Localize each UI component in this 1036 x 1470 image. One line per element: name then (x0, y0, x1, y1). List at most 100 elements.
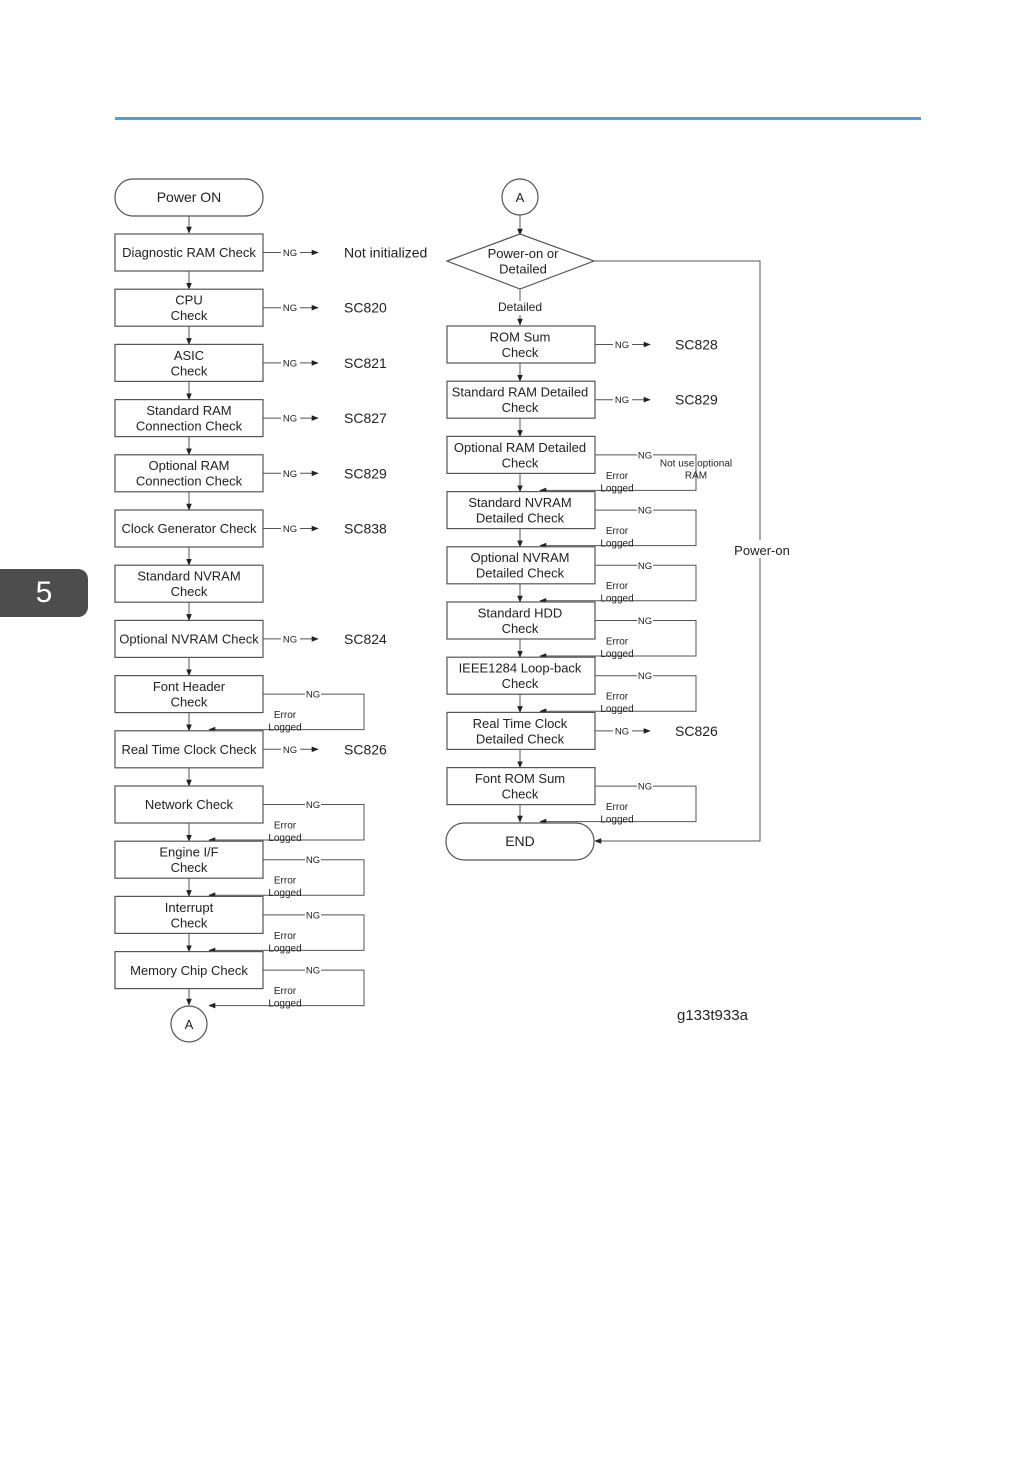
ng-label: NG (638, 671, 652, 682)
figure-id: g133t933a (677, 1007, 749, 1024)
process-box-rom-sum-check (446, 325, 596, 364)
error-logged-label: Error (606, 526, 629, 537)
error-loop-line (208, 914, 365, 954)
ng-label: NG (283, 634, 297, 645)
process-label: Check (502, 455, 539, 470)
error-logged-label: Logged (268, 833, 301, 844)
process-label: Memory Chip Check (130, 963, 248, 978)
connector-label: A (516, 190, 525, 205)
process-label: ASIC (174, 348, 204, 363)
connector-circle (501, 178, 539, 216)
process-box-diagnostic-ram-check (114, 233, 264, 272)
ng-label: NG (638, 616, 652, 627)
error-logged-label: Error (274, 986, 297, 997)
ng-label: NG (283, 414, 297, 425)
process-label: Optional RAM Detailed (454, 440, 586, 455)
error-logged-label: Logged (268, 943, 301, 954)
sc-code-sc824: SC824 (344, 631, 387, 647)
detailed-label: Detailed (498, 300, 542, 314)
decision-diamond (445, 233, 596, 290)
process-label: Check (502, 345, 539, 360)
sc-code-sc821: SC821 (344, 355, 387, 371)
ng-label: NG (283, 745, 297, 756)
error-logged-label: Logged (600, 594, 633, 605)
process-label: Standard RAM Detailed (452, 385, 589, 400)
process-label: IEEE1284 Loop-back (459, 661, 582, 676)
error-loop-line (539, 620, 697, 659)
ng-label: NG (283, 248, 297, 259)
ng-label: NG (283, 524, 297, 535)
error-logged-label: Logged (600, 814, 633, 825)
sc-code-sc828: SC828 (675, 337, 718, 353)
ng-label: NG (306, 966, 320, 977)
process-label: Check (171, 584, 208, 599)
ng-label: NG (306, 690, 320, 701)
process-box-standard-nvram-check (114, 564, 264, 603)
ng-label: NG (283, 358, 297, 369)
process-label: Network Check (145, 797, 234, 812)
connector-circle (170, 1005, 208, 1043)
process-box-network-check (114, 785, 264, 824)
process-box-real-time-clock-detailed-check (446, 711, 596, 751)
ng-label: NG (638, 450, 652, 461)
power-on-label: Power-on (734, 543, 790, 558)
process-label: Check (171, 308, 208, 323)
chapter-tab: 5 (0, 569, 88, 617)
process-label: Connection Check (136, 474, 243, 489)
process-label: Standard NVRAM (468, 495, 571, 510)
ng-label: NG (615, 395, 629, 406)
process-label: Check (171, 860, 208, 875)
process-box-optional-nvram-detailed-check (446, 546, 596, 585)
ng-label: NG (638, 782, 652, 793)
process-label: Optional RAM (149, 458, 230, 473)
error-logged-label: Logged (268, 888, 301, 899)
error-logged-label: Error (274, 931, 297, 942)
process-label: Real Time Clock Check (121, 742, 257, 757)
process-box-standard-nvram-detailed-check (446, 491, 596, 530)
process-label: Check (502, 400, 539, 415)
start-terminal-label: Power ON (157, 189, 222, 205)
process-label: Check (502, 676, 539, 691)
ng-label: NG (638, 561, 652, 572)
process-box-standard-ram-detailed-check (446, 380, 596, 419)
error-logged-label: Error (274, 820, 297, 831)
process-label: Standard NVRAM (137, 569, 240, 584)
error-logged-label: Logged (600, 538, 633, 549)
ng-label: NG (283, 303, 297, 314)
error-logged-label: Logged (600, 704, 633, 715)
process-label: Check (171, 915, 208, 930)
error-logged-label: Error (606, 692, 629, 703)
note-label: RAM (685, 471, 707, 482)
process-label: Interrupt (165, 900, 214, 915)
error-loop-line (539, 509, 697, 549)
process-label: Detailed Check (476, 731, 565, 746)
sc-code-sc829: SC829 (675, 392, 718, 408)
process-box-clock-generator-check (114, 509, 264, 548)
process-label: Standard RAM (146, 403, 231, 418)
start-terminal (114, 178, 264, 217)
process-box-ieee1284-loop-back-check (446, 656, 596, 695)
end-terminal-label: END (505, 833, 535, 849)
sc-code-sc826: SC826 (344, 741, 387, 757)
note-label: Not use optional (660, 459, 732, 470)
process-label: Optional NVRAM (471, 550, 570, 565)
error-loop-line (539, 454, 697, 494)
error-loop-line (208, 804, 365, 843)
process-label: Clock Generator Check (121, 521, 257, 536)
process-label: Font Header (153, 679, 226, 694)
process-box-optional-ram-detailed-check (446, 435, 596, 474)
bypass-label-bg (732, 540, 788, 558)
process-box-cpu-check (114, 288, 264, 327)
process-box-optional-ram-connection-check (114, 454, 264, 493)
process-label: Check (171, 363, 208, 378)
process-label: Check (502, 621, 539, 636)
process-label: Check (171, 695, 208, 710)
process-label: CPU (175, 293, 202, 308)
error-logged-label: Logged (268, 998, 301, 1009)
process-box-font-rom-sum-check (446, 766, 596, 806)
decision-label: Power-on or (488, 246, 559, 261)
error-logged-label: Logged (600, 649, 633, 660)
decision-label: Detailed (499, 261, 547, 276)
sc-code-sc820: SC820 (344, 300, 387, 316)
ng-label: NG (638, 506, 652, 517)
